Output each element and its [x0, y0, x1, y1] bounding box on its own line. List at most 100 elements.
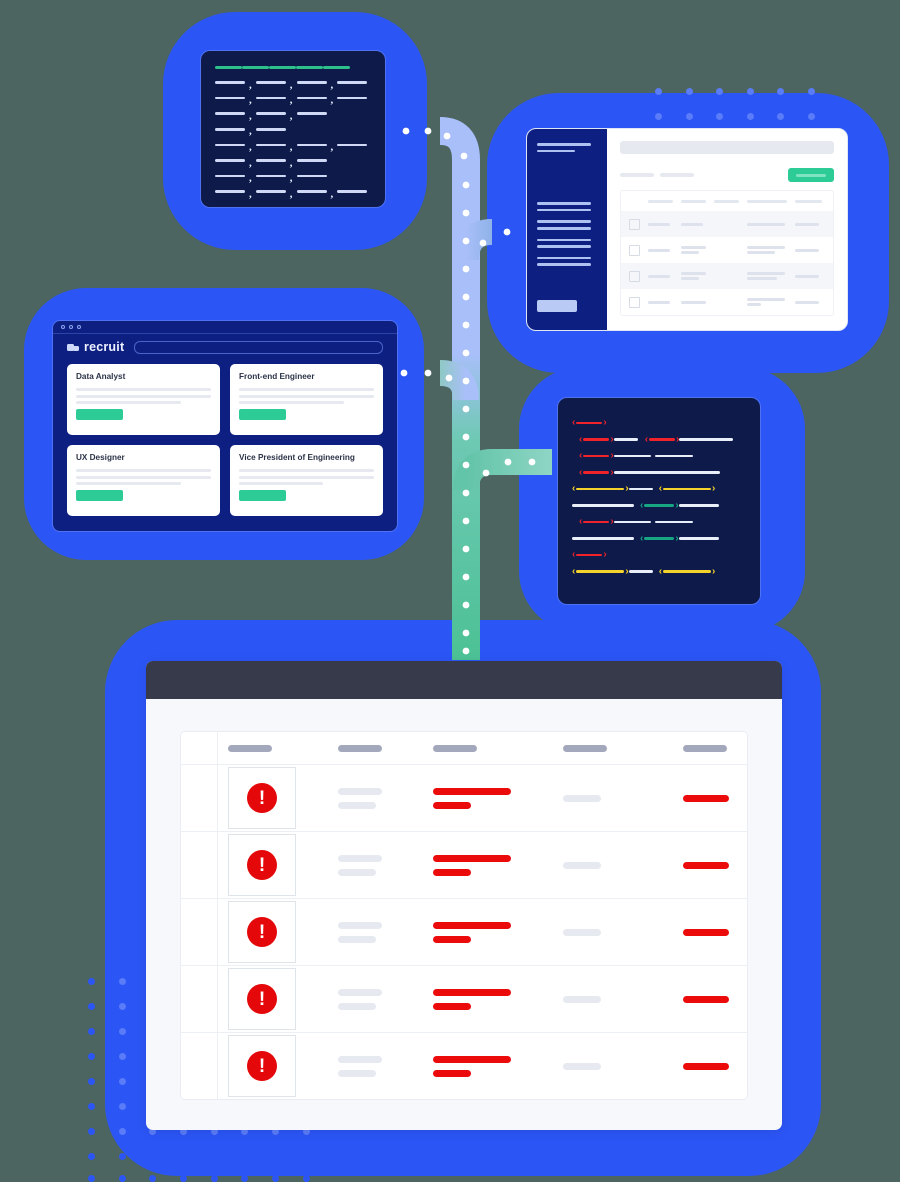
angle-bracket-close-icon: › — [610, 433, 614, 445]
recruit-job-board-window: recruit Data Analyst Front-end Engineer … — [52, 320, 398, 532]
job-card-apply-button[interactable] — [239, 490, 286, 501]
status-icon-box: ! — [228, 834, 296, 896]
sidebar-action-button[interactable] — [537, 300, 577, 312]
status-icon-box: ! — [228, 901, 296, 963]
decor-dot — [118, 1153, 126, 1160]
sidebar-nav-item[interactable] — [537, 220, 597, 230]
table-row[interactable] — [621, 289, 833, 315]
code-tag-token: ‹› — [579, 451, 614, 461]
job-card[interactable]: Data Analyst — [67, 364, 220, 435]
decor-dot — [272, 1128, 280, 1135]
sidebar-logo — [537, 143, 597, 153]
angle-bracket-open-icon: ‹ — [658, 483, 663, 494]
angle-bracket-close-icon: › — [712, 565, 716, 577]
code-tag-name — [663, 487, 712, 491]
angle-bracket-close-icon: › — [675, 532, 679, 544]
decor-dot-grid — [88, 970, 328, 1182]
job-card[interactable]: Front-end Engineer — [230, 364, 383, 435]
window-titlebar — [146, 661, 782, 699]
table-row[interactable]: ! — [181, 966, 747, 1033]
decor-dot — [302, 1128, 310, 1135]
csv-data-row: ,,, — [215, 188, 371, 199]
decor-dot — [118, 978, 126, 985]
csv-header-cell — [215, 65, 242, 69]
job-card-apply-button[interactable] — [76, 409, 123, 420]
table-row[interactable]: ! — [181, 765, 747, 832]
decor-dot — [272, 1153, 280, 1160]
column-header-placeholder — [433, 744, 477, 752]
csv-cell — [215, 143, 245, 147]
code-tag-name — [583, 520, 610, 524]
csv-cell — [215, 159, 245, 162]
decor-dot — [241, 1175, 249, 1182]
job-card-apply-button[interactable] — [76, 490, 123, 501]
table-row[interactable]: ! — [181, 1033, 747, 1099]
filter-chip[interactable] — [620, 173, 654, 177]
code-tag-token: ‹› — [640, 500, 679, 511]
csv-cell — [215, 96, 245, 100]
csv-cell — [215, 174, 245, 178]
decor-dot — [118, 1103, 126, 1110]
code-line: ‹›‹› — [572, 433, 746, 445]
code-text-token — [628, 570, 653, 573]
alert-exclamation-icon: ! — [247, 850, 277, 880]
table-row[interactable]: ! — [181, 832, 747, 899]
decor-dot — [88, 1128, 95, 1135]
recruit-logo: recruit — [67, 340, 124, 354]
sidebar-nav-item[interactable] — [537, 202, 597, 212]
decor-dot — [88, 1078, 95, 1085]
filter-chip[interactable] — [660, 173, 694, 177]
csv-header-cell — [269, 65, 296, 69]
table-row[interactable] — [621, 237, 833, 263]
row-checkbox[interactable] — [629, 296, 640, 308]
window-dot-close-icon[interactable] — [61, 325, 65, 329]
decor-dot — [88, 1175, 95, 1182]
code-text-token — [678, 537, 719, 540]
button-label-placeholder — [796, 173, 826, 177]
csv-cell — [255, 174, 286, 178]
window-dot-minimize-icon[interactable] — [69, 325, 73, 329]
table-row[interactable] — [621, 263, 833, 289]
angle-bracket-open-icon: ‹ — [572, 549, 576, 560]
code-text-token — [654, 454, 693, 458]
search-input[interactable] — [134, 340, 383, 354]
dashboard-primary-button[interactable] — [788, 168, 834, 182]
code-text-token — [613, 454, 651, 458]
angle-bracket-open-icon: ‹ — [579, 466, 583, 478]
table-row[interactable]: ! — [181, 899, 747, 966]
dashboard-sidebar — [527, 129, 607, 330]
row-checkbox[interactable] — [629, 270, 640, 282]
dashboard-filter-row — [620, 168, 834, 182]
job-card[interactable]: Vice President of Engineering — [230, 445, 383, 516]
csv-cell — [255, 190, 286, 194]
row-checkbox[interactable] — [629, 244, 640, 256]
csv-data-row: ,,, — [215, 141, 371, 152]
table-header-row — [181, 732, 747, 765]
code-tag-name — [583, 454, 610, 458]
code-line: ‹› — [572, 418, 746, 428]
sidebar-nav-item[interactable] — [537, 238, 597, 248]
code-tag-token: ‹› — [659, 484, 716, 494]
job-card-apply-button[interactable] — [239, 409, 286, 420]
window-dot-maximize-icon[interactable] — [77, 325, 81, 329]
decor-dot — [685, 88, 693, 95]
csv-cell — [215, 128, 245, 131]
row-gutter — [181, 899, 218, 965]
job-card[interactable]: UX Designer — [67, 445, 220, 516]
code-text-token — [628, 487, 653, 491]
angle-bracket-open-icon: ‹ — [579, 433, 583, 445]
code-tag-name — [576, 553, 603, 557]
row-checkbox[interactable] — [629, 218, 640, 230]
column-header-placeholder — [683, 744, 727, 752]
table-row[interactable] — [621, 211, 833, 237]
csv-cell — [255, 96, 286, 100]
angle-bracket-close-icon: › — [625, 483, 629, 494]
sidebar-nav-item[interactable] — [537, 256, 597, 266]
decor-dot — [149, 1153, 157, 1160]
angle-bracket-open-icon: ‹ — [644, 433, 649, 445]
code-tag-token: ‹› — [659, 565, 716, 577]
csv-header-cell — [323, 65, 350, 69]
status-icon-box: ! — [228, 1035, 296, 1097]
alert-exclamation-icon: ! — [247, 1051, 277, 1081]
csv-cell — [255, 128, 286, 131]
